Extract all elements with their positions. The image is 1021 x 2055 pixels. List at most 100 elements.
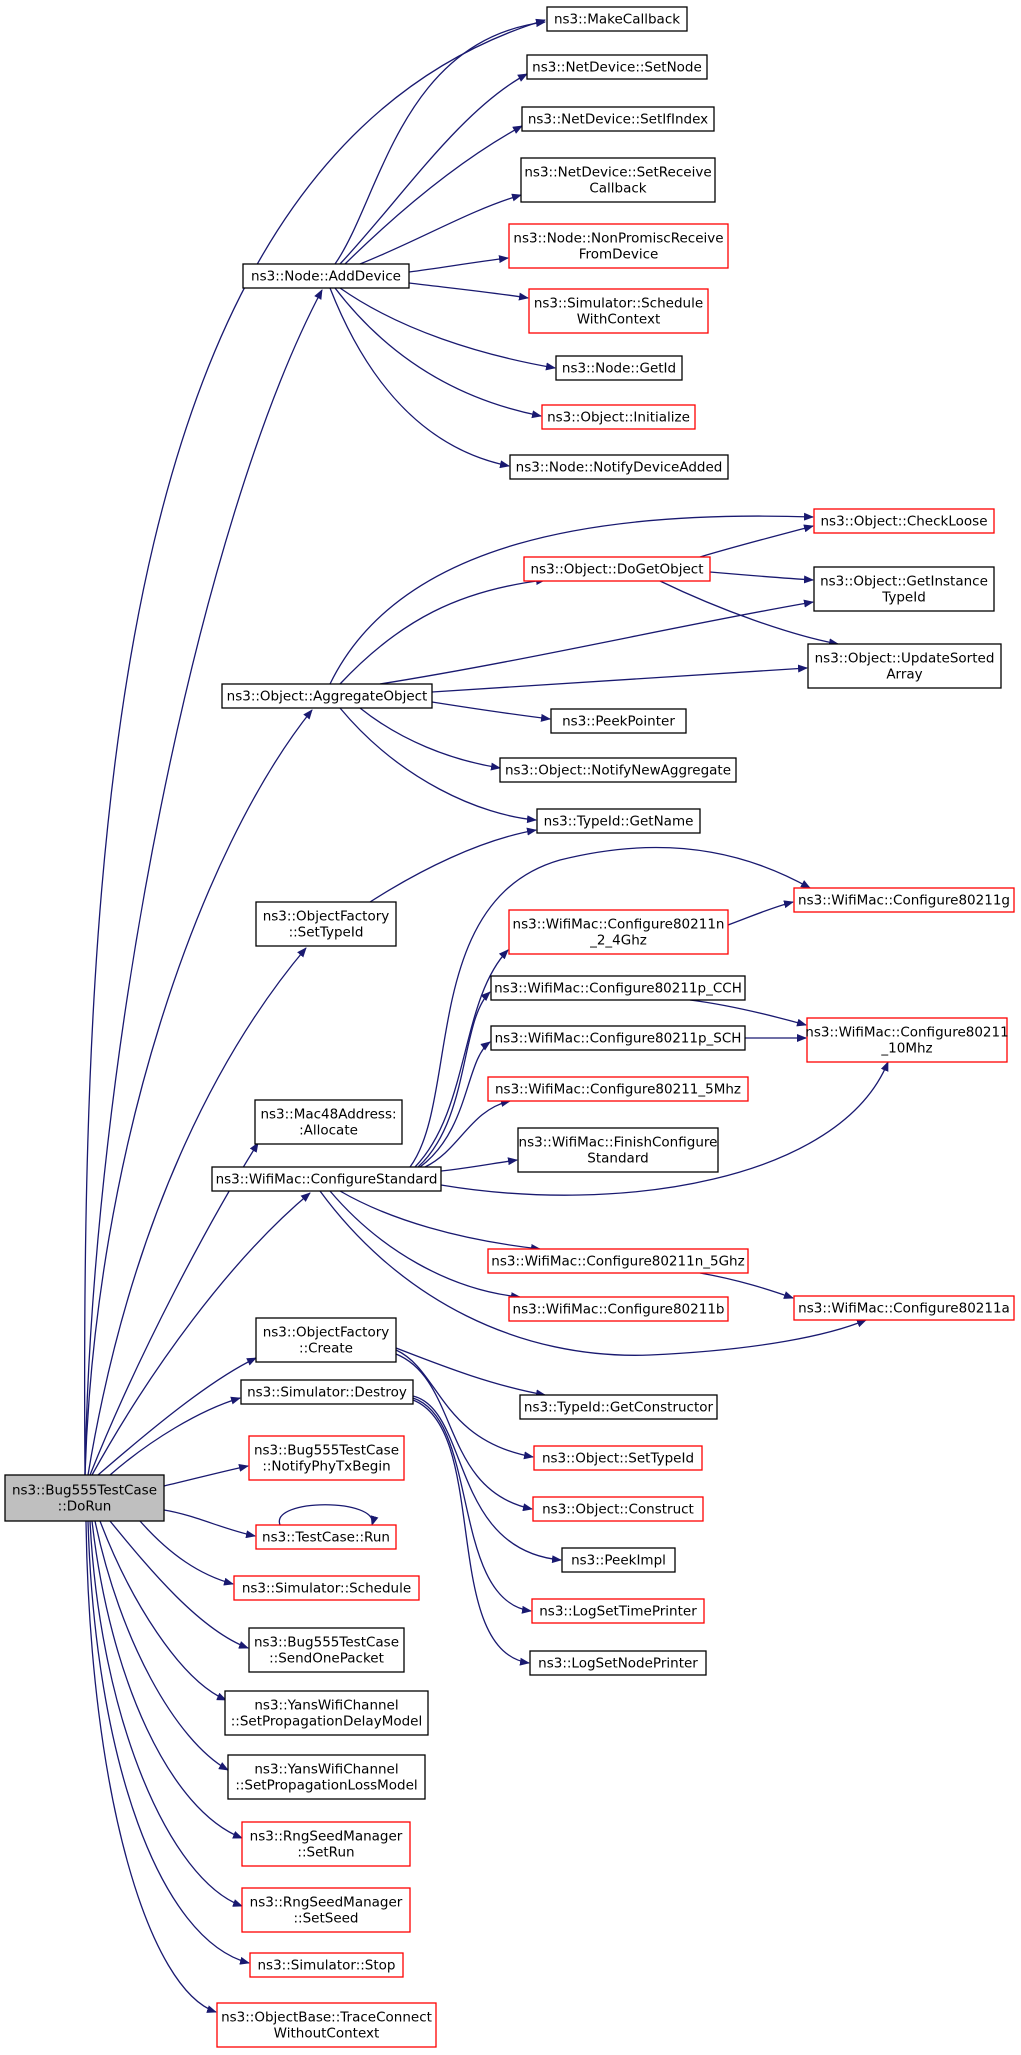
call-edge-root-to-bug_notifyphy [163, 1463, 249, 1487]
edge-line [408, 255, 509, 273]
function-node-of-settypeid[interactable]: ns3::ObjectFactory::SetTypeId [255, 901, 397, 947]
node-label-line: ns3::WifiMac::ConfigureStandard [216, 1172, 438, 1188]
edge-line [319, 1190, 867, 1356]
edge-line [84, 289, 323, 1476]
call-edge-node_adddevice-to-node_notifydev [329, 287, 510, 469]
function-node-nd-setifindex[interactable]: ns3::NetDevice::SetIfIndex [521, 106, 715, 132]
function-node-obj-checkloose[interactable]: ns3::Object::CheckLoose [813, 508, 995, 534]
edge-line [379, 599, 814, 685]
call-edge-root-to-yans_delay [99, 1520, 227, 1701]
node-label-line: ns3::WifiMac::Configure80211b [513, 1302, 725, 1318]
function-node-of-create[interactable]: ns3::ObjectFactory::Create [255, 1317, 397, 1363]
edge-line [91, 1192, 311, 1476]
function-node-node-getid[interactable]: ns3::Node::GetId [555, 355, 683, 381]
function-node-root: ns3::Bug555TestCase::DoRun [4, 1474, 165, 1522]
node-box [248, 1435, 405, 1481]
function-node-wm-cfg-g[interactable]: ns3::WifiMac::Configure80211g [793, 887, 1015, 913]
node-label-line: ns3::Bug555TestCase [254, 1635, 399, 1651]
edge-line [87, 1520, 250, 1965]
node-label-line: ns3::LogSetTimePrinter [539, 1604, 697, 1620]
function-node-wm-cfg-5mhz[interactable]: ns3::WifiMac::Configure80211_5Mhz [487, 1076, 749, 1102]
edge-line [334, 287, 542, 419]
function-node-wm-cfg-psch[interactable]: ns3::WifiMac::Configure80211p_SCH [490, 1025, 746, 1051]
call-edge-obj_aggregate-to-obj_getinstance [379, 599, 814, 685]
node-label-line: ns3::WifiMac::Configure80211p_SCH [495, 1031, 742, 1047]
node-box [531, 1598, 705, 1624]
function-node-logsetnode[interactable]: ns3::LogSetNodePrinter [529, 1650, 707, 1676]
edge-line [417, 991, 491, 1168]
edge-line [412, 1397, 532, 1614]
node-label-line: ns3::YansWifiChannel [254, 1698, 398, 1714]
function-node-obj-settypeid[interactable]: ns3::Object::SetTypeId [533, 1445, 703, 1471]
function-node-wm-cfg-n5[interactable]: ns3::WifiMac::Configure80211n_5Ghz [487, 1248, 749, 1274]
function-node-wm-cfg-pcch[interactable]: ns3::WifiMac::Configure80211p_CCH [490, 975, 746, 1001]
node-label-line: ns3::WifiMac::Configure80211_5Mhz [495, 1082, 741, 1098]
edge-line [440, 1157, 518, 1172]
function-node-wm-cfg-a[interactable]: ns3::WifiMac::Configure80211a [793, 1295, 1015, 1321]
function-node-logsettime[interactable]: ns3::LogSetTimePrinter [531, 1598, 705, 1624]
edge-line [395, 1353, 533, 1512]
node-box [529, 1650, 707, 1676]
function-node-wm-cfg-n24[interactable]: ns3::WifiMac::Configure80211n_2_4Ghz [508, 909, 729, 955]
node-label-line: Array [886, 667, 922, 683]
function-node-ob-traceconnect[interactable]: ns3::ObjectBase::TraceConnectWithoutCont… [216, 2002, 437, 2048]
function-node-typeid-getname[interactable]: ns3::TypeId::GetName [536, 808, 701, 834]
call-edge-node_adddevice-to-node_nonpromisc [408, 255, 509, 273]
function-node-sim-destroy[interactable]: ns3::Simulator::Destroy [240, 1379, 414, 1405]
node-label-line: ns3::Node::GetId [562, 361, 676, 377]
function-node-mac48-allocate[interactable]: ns3::Mac48Address::Allocate [254, 1099, 403, 1145]
function-node-testcase-run[interactable]: ns3::TestCase::Run [255, 1524, 397, 1550]
function-node-obj-notifynewagg[interactable]: ns3::Object::NotifyNewAggregate [499, 757, 737, 783]
function-node-makecallback[interactable]: ns3::MakeCallback [546, 6, 688, 32]
call-edge-root-to-obj_aggregate [84, 709, 313, 1476]
function-node-bug-sendone[interactable]: ns3::Bug555TestCase::SendOnePacket [248, 1627, 405, 1673]
function-node-peekpointer[interactable]: ns3::PeekPointer [550, 708, 687, 734]
function-node-typeid-getctor[interactable]: ns3::TypeId::GetConstructor [519, 1394, 718, 1420]
call-edge-obj_aggregate-to-obj_dogetobject [339, 577, 546, 685]
call-edge-wm_cfgstd-to-wm_finishcfg [440, 1157, 518, 1172]
function-node-obj-dogetobject[interactable]: ns3::Object::DoGetObject [523, 556, 711, 582]
node-box [240, 1379, 414, 1405]
function-node-peekimpl[interactable]: ns3::PeekImpl [561, 1547, 676, 1573]
function-node-obj-construct[interactable]: ns3::Object::Construct [532, 1496, 704, 1522]
node-label-line: ns3::Object::DoGetObject [530, 562, 703, 578]
edge-line [163, 1509, 256, 1539]
function-node-rng-setseed[interactable]: ns3::RngSeedManager::SetSeed [241, 1887, 411, 1933]
function-node-yans-delay[interactable]: ns3::YansWifiChannel::SetPropagationDela… [224, 1690, 429, 1736]
call-edge-sim_destroy-to-logsetnode [412, 1399, 530, 1666]
function-node-nd-setnode[interactable]: ns3::NetDevice::SetNode [526, 54, 708, 80]
call-edge-wm_cfg_n5-to-wm_cfg_a [699, 1272, 794, 1299]
node-label-line: ::SendOnePacket [269, 1651, 384, 1667]
function-node-wm-cfgstd[interactable]: ns3::WifiMac::ConfigureStandard [211, 1166, 442, 1192]
nodes-layer: ns3::Bug555TestCase::DoRun ns3::Node::Add… [4, 6, 1015, 2048]
node-label-line: ns3::Simulator::Stop [258, 1958, 396, 1974]
function-node-wm-cfg-10mhz[interactable]: ns3::WifiMac::Configure80211_10Mhz [805, 1017, 1009, 1063]
edge-line [84, 709, 313, 1476]
function-node-yans-loss[interactable]: ns3::YansWifiChannel::SetPropagationLoss… [227, 1754, 426, 1800]
function-node-rng-setrun[interactable]: ns3::RngSeedManager::SetRun [241, 1821, 411, 1867]
node-box [520, 157, 716, 203]
function-node-obj-aggregate[interactable]: ns3::Object::AggregateObject [221, 683, 433, 709]
node-box [490, 975, 746, 1001]
node-label-line: WithoutContext [274, 2026, 380, 2042]
edge-line [414, 949, 509, 1168]
function-node-bug-notifyphy[interactable]: ns3::Bug555TestCase::NotifyPhyTxBegin [248, 1435, 405, 1481]
node-box [255, 1524, 397, 1550]
function-node-sim-stop[interactable]: ns3::Simulator::Stop [249, 1952, 404, 1978]
function-node-sim-schedule[interactable]: ns3::Simulator::Schedule [233, 1575, 420, 1601]
edge-line [329, 512, 814, 685]
function-node-obj-initialize[interactable]: ns3::Object::Initialize [541, 404, 696, 430]
function-node-wm-cfg-b[interactable]: ns3::WifiMac::Configure80211b [508, 1296, 729, 1322]
function-node-node-notifydev[interactable]: ns3::Node::NotifyDeviceAdded [509, 454, 729, 480]
edge-line [369, 827, 537, 903]
call-edge-obj_aggregate-to-obj_notifynewagg [359, 707, 501, 771]
node-box [806, 1017, 1008, 1063]
node-label-line: ns3::Bug555TestCase [254, 1443, 399, 1459]
function-node-node-adddevice[interactable]: ns3::Node::AddDevice [242, 263, 410, 289]
